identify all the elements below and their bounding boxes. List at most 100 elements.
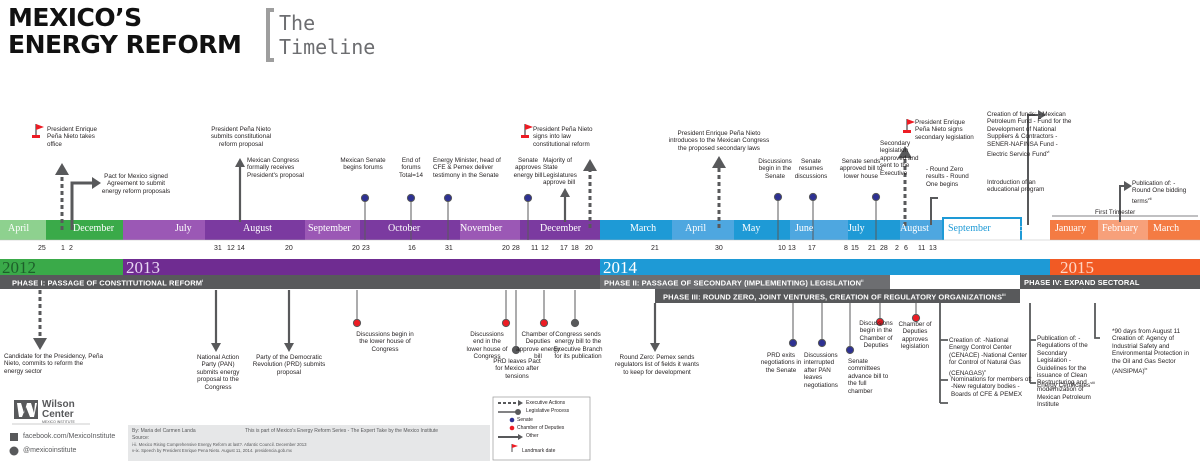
subtitle-box: The Timeline xyxy=(266,8,375,62)
month-label: September xyxy=(308,223,351,234)
event-senate-discussions-begin: Discussions begin in the Senate xyxy=(758,158,792,180)
month-label: December xyxy=(540,223,582,234)
event-discussions-interrupted: Discussions interrupted after PAN leaves… xyxy=(804,352,838,389)
month-label: September xyxy=(948,223,991,234)
event-deputies-approve: Chamber of Deputies approve energy bill xyxy=(516,331,560,361)
bracket-graphic xyxy=(266,8,274,62)
day-label: 10 xyxy=(778,245,786,252)
day-label: 11 xyxy=(918,245,926,252)
day-label: 20 xyxy=(585,245,593,252)
event-congress-sends-bill: Congress sends energy bill to the Execut… xyxy=(553,331,603,361)
source-label: Source: xyxy=(132,435,150,441)
event-committees-advance: Senate committees advance bill to the fu… xyxy=(848,358,889,395)
day-label: 6 xyxy=(904,245,908,252)
month-label: December xyxy=(73,223,115,234)
year-label: 2015 xyxy=(1060,258,1094,277)
month-label: July xyxy=(175,223,192,234)
facebook-icon xyxy=(10,433,18,441)
month-label: April xyxy=(8,223,30,234)
event-deputies-discussions: Discussions begin in the Chamber of Depu… xyxy=(859,320,893,350)
year-label: 2014 xyxy=(603,258,637,277)
event-end-of-forums: End of forums Total=14 xyxy=(399,157,423,179)
event-lower-house-ends: Discussions end in the lower house of Co… xyxy=(466,331,508,361)
source-line-2: v-ix. Speech by President Enrique Pena N… xyxy=(132,448,292,453)
source-line-1: i-ii. Mexico Rising Comprehensive Energy… xyxy=(132,442,307,447)
phase-3-label: PHASE III: ROUND ZERO, JOINT VENTURES, C… xyxy=(663,292,1006,302)
day-label: 8 xyxy=(844,245,848,252)
event-pact-for-mexico: Pact for Mexico signed Agreement to subm… xyxy=(101,173,171,195)
month-label: June xyxy=(795,223,814,234)
event-senate-forums: Mexican Senate begins forums xyxy=(340,157,386,172)
event-deputies-approves: Chamber of Deputies approves legislation xyxy=(898,321,932,351)
year-label: 2012 xyxy=(2,258,36,277)
month-label: March xyxy=(1153,223,1180,234)
facebook-link[interactable]: facebook.com/MexicoInstitute xyxy=(23,433,116,440)
brand-sub: MEXICO INSTITUTE xyxy=(42,420,75,424)
day-label: 23 xyxy=(362,245,370,252)
credit-author: By: Maria del Carmen Landa xyxy=(132,428,196,434)
day-label: 16 xyxy=(408,245,416,252)
day-row: 25 1 2 31 12 14 20 20 23 16 31 20 28 11 … xyxy=(0,245,1200,255)
legend-dots: Senate Chamber of Deputies xyxy=(517,416,564,432)
month-label: January xyxy=(1055,223,1087,234)
day-label: 21 xyxy=(651,245,659,252)
event-publication-regulations: Publication of: - Regulations of the Sec… xyxy=(1037,335,1095,390)
event-creation-of-funds: Creation of funds: - Mexican Petroleum F… xyxy=(987,111,1072,159)
day-label: 30 xyxy=(715,245,723,252)
twitter-link[interactable]: @mexicoinstitute xyxy=(23,447,77,454)
trimester-label: First Trimester xyxy=(1095,209,1136,216)
event-submits-constitutional-proposal: President Peña Nieto submits constitutio… xyxy=(210,126,272,148)
legend-legislative: Legislative Process xyxy=(526,408,570,414)
title-line-2: ENERGY REFORM xyxy=(8,30,242,59)
day-label: 12 xyxy=(541,245,549,252)
event-signs-into-law: President Peña Nieto signs into law cons… xyxy=(533,126,593,148)
month-label: August xyxy=(243,223,272,234)
subtitle-text: The Timeline xyxy=(279,11,376,59)
event-senate-resumes: Senate resumes discussions xyxy=(794,158,828,180)
month-label: November xyxy=(460,223,503,234)
day-band xyxy=(0,239,1200,275)
page-title: MEXICO’S ENERGY REFORM xyxy=(8,4,242,59)
event-senate-sends-bill: Senate sends approved bill to lower hous… xyxy=(839,158,883,180)
year-label: 2013 xyxy=(126,258,160,277)
event-secondary-laws-introduced: President Enrique Peña Nieto introduces … xyxy=(668,130,770,152)
month-label: October xyxy=(1004,223,1037,234)
event-creation-cenace: Creation of: -National Energy Control Ce… xyxy=(949,337,1028,377)
event-secondary-approved: Secondary legislation approved and sent … xyxy=(880,140,919,177)
credit-series: This is part of Mexico's Energy Reform S… xyxy=(245,428,439,434)
event-takes-office: President Enrique Peña Nieto takes offic… xyxy=(47,126,98,148)
event-nominations: Nominations for members of: -New regulat… xyxy=(951,376,1032,398)
landmark-flags xyxy=(32,119,915,138)
day-label: 31 xyxy=(214,245,222,252)
month-label: April xyxy=(685,223,707,234)
day-label: 28 xyxy=(512,245,520,252)
month-band xyxy=(0,217,1200,243)
event-signs-secondary: President Enrique Peña Nieto signs secon… xyxy=(915,119,974,141)
event-prd-leaves-pact: PRD leaves Pact for Mexico after tension… xyxy=(493,358,541,380)
month-label: February xyxy=(1102,223,1139,234)
legend-executive: Executive Actions xyxy=(526,400,566,406)
event-round-zero: Round Zero: Pemex sends regulators list … xyxy=(615,354,699,376)
day-label: 31 xyxy=(445,245,453,252)
day-label: 18 xyxy=(571,245,579,252)
event-restructuring-imp: Restructuring and modernization of Mexic… xyxy=(1037,379,1091,409)
legend-other: Other xyxy=(526,433,539,439)
event-candidate-commits: Candidate for the Presidency, Peña Nieto… xyxy=(4,353,103,375)
day-label: 25 xyxy=(38,245,46,252)
day-label: 28 xyxy=(880,245,888,252)
day-label: 1 xyxy=(61,245,65,252)
legend: Executive Actions Legislative Process xyxy=(526,399,569,415)
event-congress-receives: Mexican Congress formally receives Presi… xyxy=(247,157,304,179)
phase-4-label: PHASE IV: EXPAND SECTORAL DEVELOPMENTiv xyxy=(1024,278,1140,297)
day-label: 20 xyxy=(285,245,293,252)
event-educational-program: Introduction of an educational program xyxy=(987,179,1045,194)
phase-1-label: PHASE I: PASSAGE OF CONSTITUTIONAL REFOR… xyxy=(12,278,204,288)
event-ansipma: *90 days from August 11 Creation of: Age… xyxy=(1112,328,1190,376)
month-label: March xyxy=(630,223,657,234)
event-state-legislatures: Majority of State Legislatures approve b… xyxy=(543,157,577,187)
legend-deputies: Chamber of Deputies xyxy=(517,425,565,431)
event-lower-house-begins: Discussions begin in the lower house of … xyxy=(356,331,414,353)
month-label: May xyxy=(742,223,761,234)
twitter-icon xyxy=(9,446,19,456)
